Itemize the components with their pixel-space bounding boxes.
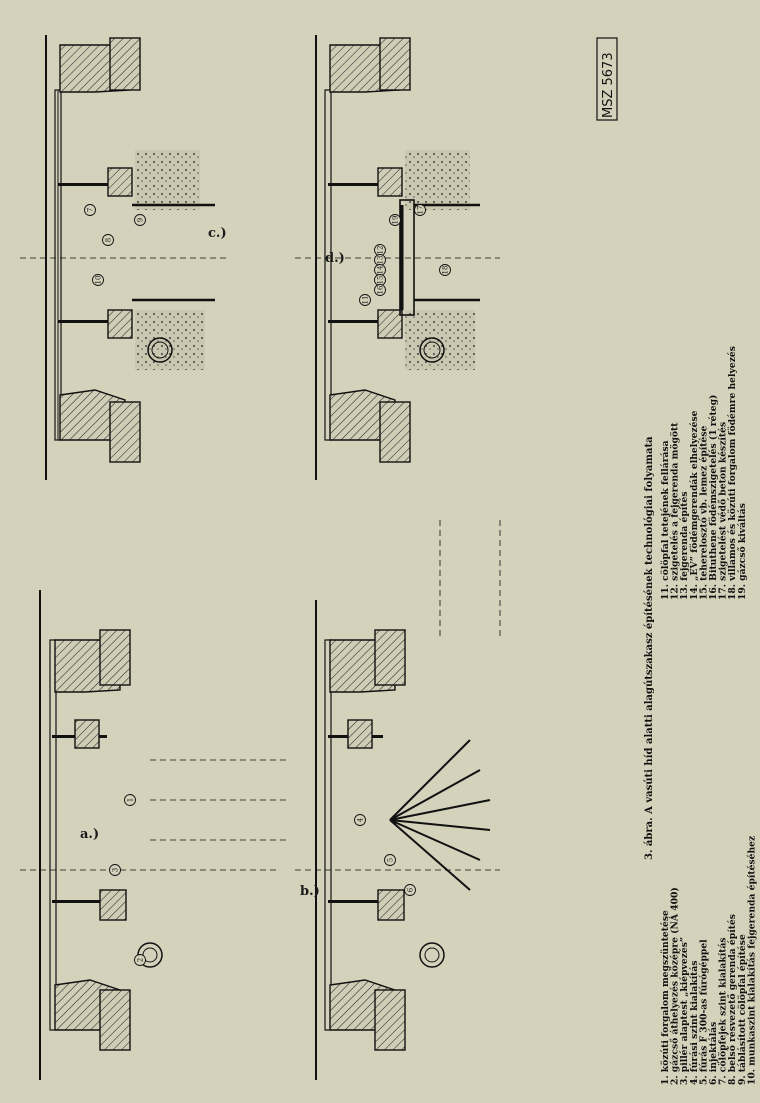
panel-label-b: b.) [300, 884, 320, 899]
legend-item: 1. közúti forgalom megszüntetése [660, 910, 671, 1085]
callout-number: 11 [362, 296, 370, 305]
callout-number: 5 [387, 858, 395, 862]
figure-title: 3. ábra. A vasúti híd alatti alagútszaka… [644, 436, 655, 860]
legend-item: 19. gázcső kiváltás [737, 503, 748, 600]
legend-item: 17. szigetelést védő beton készítés [718, 422, 729, 600]
legend-item: 14. „EV” födémgerendák elhelyezése [689, 410, 700, 600]
callout-circle [102, 234, 114, 246]
legend-item: 2. gázcső áthelyezés középre (NÁ 400) [669, 887, 681, 1085]
callout-circle [109, 864, 121, 876]
callout-number: 19 [392, 216, 400, 225]
stamp-text: MSZ 5673 [601, 52, 616, 118]
callout-number: 4 [357, 817, 365, 822]
callout-number: 3 [112, 868, 120, 872]
callout-number: 12 [377, 246, 385, 255]
callout-number: 1 [127, 798, 135, 802]
callout-number: 9 [137, 218, 145, 222]
callout-circle [354, 814, 366, 826]
legend-item: 12. szigetelés a fejgerenda mögött [670, 422, 681, 600]
legend-item: 3. pillér alaptest „kiépvezés” [679, 937, 690, 1085]
callout-number: 8 [105, 238, 113, 242]
callout-number: 17 [417, 206, 425, 215]
callout-circle [84, 204, 96, 216]
legend-item: 8. belső résvezető gerenda építés [727, 914, 738, 1085]
callout-number: 14 [377, 265, 385, 274]
legend-item: 11. cölöpfal tetejének fellárása [660, 440, 671, 600]
legend-item: 10. munkaszint kialakítás fejgerenda épí… [746, 836, 757, 1085]
callout-circle [134, 214, 146, 226]
callout-number: 2 [137, 958, 145, 962]
legend-item: 15. teherelosztó vb. lemez építése [698, 425, 709, 600]
callout-number: 16 [377, 285, 385, 294]
callout-circle [134, 954, 146, 966]
legend-item: 6. injektálás [708, 1022, 719, 1085]
callout-number: 15 [377, 276, 385, 285]
callout-circle [359, 294, 371, 306]
caption: 3. ábra. A vasúti híd alatti alagútszaka… [644, 346, 757, 1085]
legend-item: 13. fejgerenda építés [679, 491, 690, 600]
callout-circle [92, 274, 104, 286]
legend-item: 7. cölöpfejek szint kialakítás [718, 937, 729, 1085]
callout-circle [439, 264, 451, 276]
callout-number: 18 [442, 266, 450, 275]
panel-label-a: a.) [80, 827, 99, 842]
legend-item: 4. fúrási szint kialakítás [689, 960, 700, 1085]
standard-stamp: MSZ 5673 [596, 37, 618, 121]
callout-circle [389, 214, 401, 226]
callout-circle [374, 284, 386, 296]
callout-number: 6 [407, 887, 415, 892]
callout-number: 10 [95, 276, 103, 285]
callout-circle [404, 884, 416, 896]
callout-circle [384, 854, 396, 866]
callout-number: 13 [377, 256, 385, 265]
legend-item: 18. villamos és közúti forgalom födémre … [727, 346, 738, 600]
legend-item: 16. Bituthene födémszigetelés (1 réteg) [708, 395, 719, 600]
legend-item: 9. táblásított cölöpfal építése [737, 934, 748, 1085]
panel-b: 4 5 6 b.) [295, 520, 501, 1080]
panel-c: 7 8 9 10 c.) [20, 35, 230, 480]
callout-number: 7 [87, 208, 95, 212]
legend-item: 5. fúrás F 300-as fúrógéppel [698, 939, 709, 1085]
callout-circle [124, 794, 136, 806]
panel-a: 1 2 3 a.) [20, 590, 290, 1080]
panel-label-c: c.) [208, 226, 227, 241]
panel-label-d: d.) [325, 251, 345, 266]
callout-circle [414, 204, 426, 216]
